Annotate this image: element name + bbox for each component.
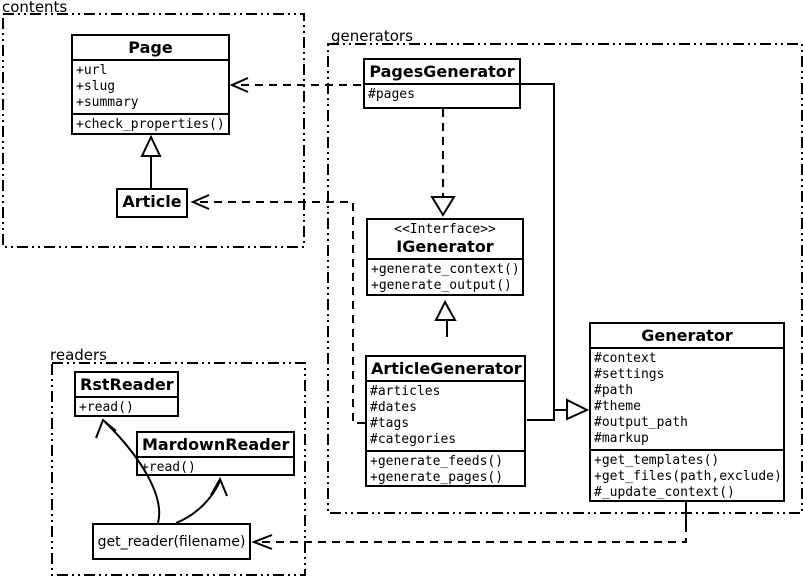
- class-page-methods: +check_properties(): [76, 117, 225, 132]
- inheritance-line-pagesgenerator-generator: [521, 83, 566, 411]
- class-generator-title: Generator: [591, 324, 783, 349]
- package-label-readers: readers: [50, 346, 107, 364]
- dependency-line-generator-getreader: [257, 524, 687, 543]
- class-pagesgenerator: PagesGenerator #pages: [363, 58, 521, 109]
- call-arrowhead-mardownreader: [210, 476, 228, 497]
- class-page-attributes: +url +slug +summary: [73, 61, 228, 115]
- dependency-arrowhead-article: [190, 194, 210, 210]
- class-articlegenerator: ArticleGenerator #articles #dates #tags …: [365, 355, 526, 487]
- class-article: Article: [116, 188, 188, 218]
- call-arrowhead-rstreader: [95, 418, 117, 439]
- interface-igenerator-header: <<Interface>> IGenerator: [368, 220, 522, 260]
- class-rstreader-title: RstReader: [76, 373, 177, 398]
- inheritance-triangle-generator: [566, 398, 590, 421]
- interface-stereotype: <<Interface>>: [394, 222, 496, 237]
- class-page-title: Page: [73, 36, 228, 61]
- class-article-title: Article: [122, 192, 182, 211]
- function-get-reader: get_reader(filename): [92, 523, 251, 560]
- class-generator: Generator #context #settings #path #them…: [589, 322, 785, 502]
- class-pagesgenerator-attributes: #pages: [368, 87, 415, 102]
- class-mardownreader: MardownReader +read(): [136, 431, 295, 476]
- class-rstreader: RstReader +read(): [74, 371, 179, 417]
- interface-igenerator-methods: +generate_context() +generate_output(): [371, 262, 520, 293]
- class-generator-attributes: #context #settings #path #theme #output_…: [591, 349, 783, 451]
- class-pagesgenerator-title: PagesGenerator: [365, 60, 519, 85]
- class-rstreader-methods: +read(): [79, 400, 134, 415]
- realization-triangle-igenerator: [430, 196, 456, 217]
- class-mardownreader-methods: +read(): [141, 460, 196, 475]
- dependency-arrowhead-getreader: [251, 534, 273, 550]
- dependency-line-articlegenerator-article: [194, 201, 365, 424]
- class-page: Page +url +slug +summary +check_properti…: [71, 34, 230, 135]
- class-articlegenerator-title: ArticleGenerator: [367, 357, 524, 382]
- interface-igenerator-title: IGenerator: [396, 237, 494, 256]
- interface-igenerator: <<Interface>> IGenerator +generate_conte…: [366, 218, 524, 296]
- package-label-contents: contents: [2, 0, 68, 16]
- class-mardownreader-title: MardownReader: [138, 433, 293, 458]
- package-label-generators: generators: [331, 27, 413, 45]
- class-articlegenerator-methods: +generate_feeds() +generate_pages(): [370, 454, 504, 485]
- class-generator-methods: +get_templates() +get_files(path,exclude…: [594, 453, 782, 500]
- inheritance-triangle-article-page: [140, 134, 162, 157]
- class-articlegenerator-attributes: #articles #dates #tags #categories: [367, 382, 524, 452]
- function-get-reader-label: get_reader(filename): [97, 533, 246, 550]
- inheritance-line-articlegenerator-generator: [527, 410, 555, 421]
- call-curve-getreader-mardownreader: [175, 480, 221, 524]
- dependency-arrowhead-page: [229, 77, 249, 93]
- inheritance-triangle-igenerator: [434, 299, 457, 321]
